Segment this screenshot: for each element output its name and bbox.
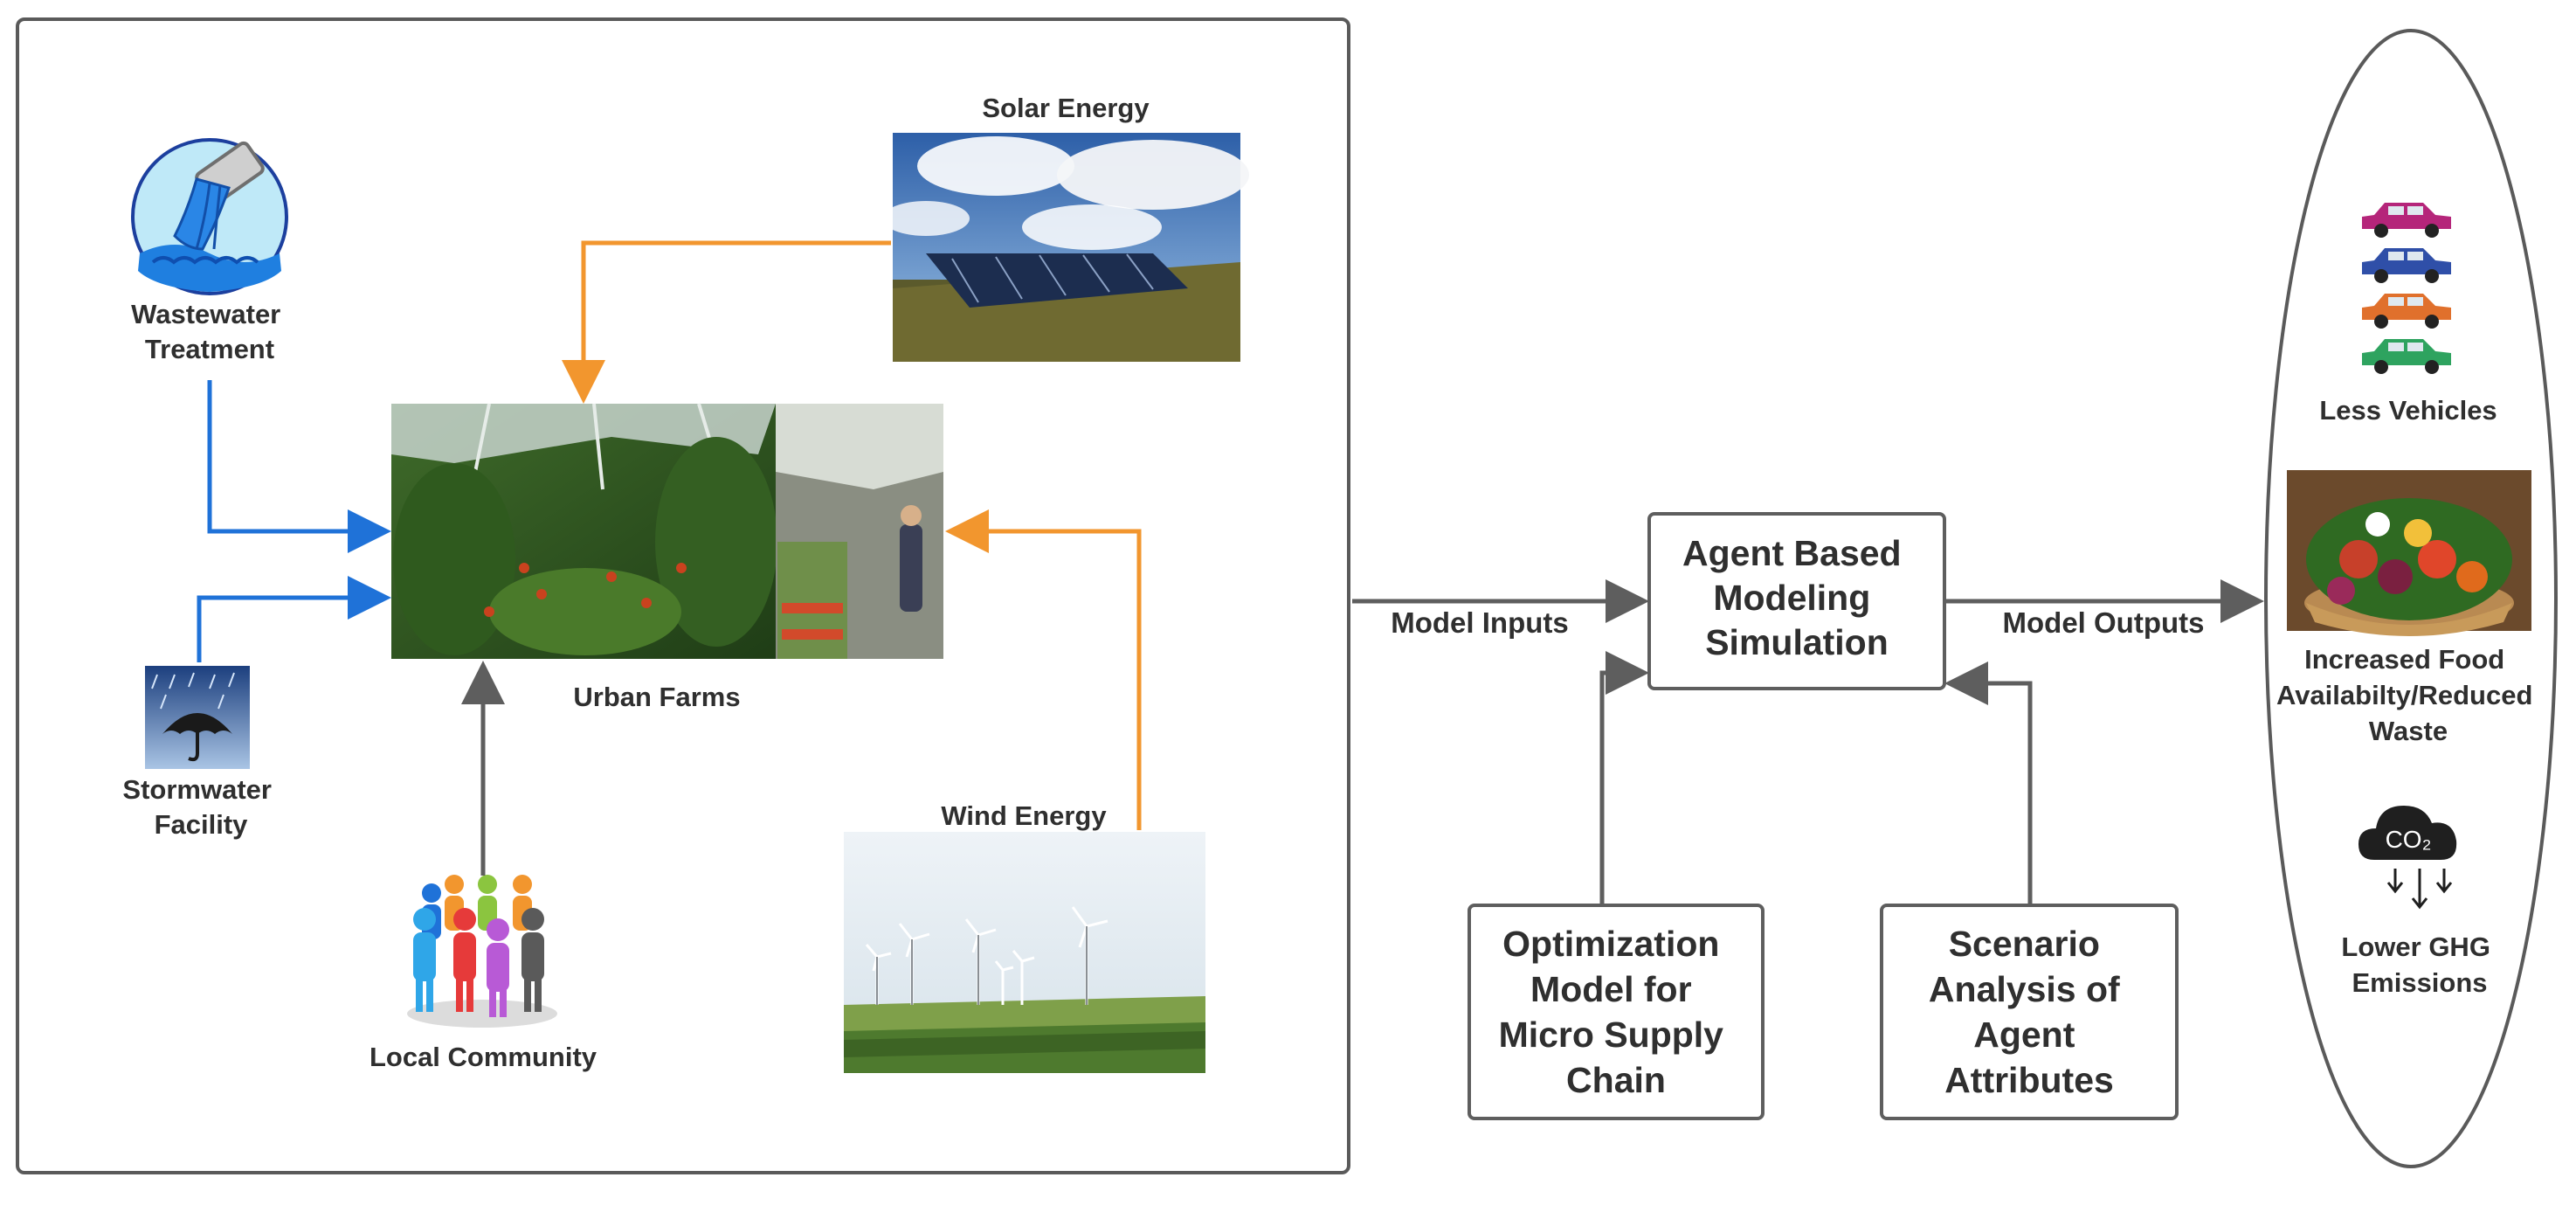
outputs-ellipse — [2264, 29, 2558, 1168]
scenario-analysis-label: Scenario Analysis of Agent Attributes — [1929, 924, 2130, 1100]
lower-ghg-label: Lower GHG Emissions — [2341, 932, 2497, 998]
wastewater-to-farms-arrow — [207, 380, 391, 553]
solar-to-farms-arrow — [562, 240, 891, 404]
food-availability-label: Increased Food Availabilty/Reduced Waste — [2276, 644, 2540, 746]
solar-energy-photo — [882, 133, 1249, 362]
co2-text: CO₂ — [2386, 826, 2432, 853]
wind-to-farms-arrow — [945, 509, 1142, 830]
car-icon — [2362, 248, 2451, 283]
wastewater-pipe-icon — [131, 138, 288, 295]
wind-energy-photo — [844, 832, 1205, 1073]
scenario-analysis-box — [1880, 904, 2179, 1120]
umbrella-rain-icon — [145, 666, 250, 769]
abm-simulation-label: Agent Based Modeling Simulation — [1682, 533, 1911, 662]
people-group-icon — [407, 875, 557, 1028]
urban-farms-photo — [391, 403, 943, 659]
wastewater-label: Wastewater Treatment — [131, 299, 288, 364]
food-basket-photo — [2287, 470, 2531, 636]
car-icon — [2362, 339, 2451, 374]
vehicles-icon — [2362, 203, 2451, 374]
model-inputs-label: Model Inputs — [1391, 606, 1568, 639]
co2-cloud-icon: CO₂ — [2358, 806, 2457, 910]
car-icon — [2362, 203, 2451, 238]
stormwater-label: Stormwater Facility — [122, 774, 279, 840]
stormwater-to-farms-arrow — [197, 576, 391, 662]
optimization-model-label: Optimization Model for Micro Supply Chai… — [1499, 924, 1734, 1100]
scenario-to-abm-arrow — [1944, 661, 2033, 904]
optimization-to-abm-arrow — [1599, 651, 1649, 904]
model-outputs-label: Model Outputs — [2003, 606, 2205, 639]
car-icon — [2362, 294, 2451, 329]
wind-energy-label: Wind Energy — [941, 800, 1107, 831]
solar-energy-label: Solar Energy — [982, 93, 1150, 123]
local-community-label: Local Community — [369, 1042, 597, 1072]
system-boundary-frame — [16, 17, 1350, 1174]
urban-farms-label: Urban Farms — [573, 682, 740, 712]
abm-simulation-box — [1647, 512, 1946, 690]
optimization-model-box — [1468, 904, 1765, 1120]
less-vehicles-label: Less Vehicles — [2319, 395, 2497, 426]
